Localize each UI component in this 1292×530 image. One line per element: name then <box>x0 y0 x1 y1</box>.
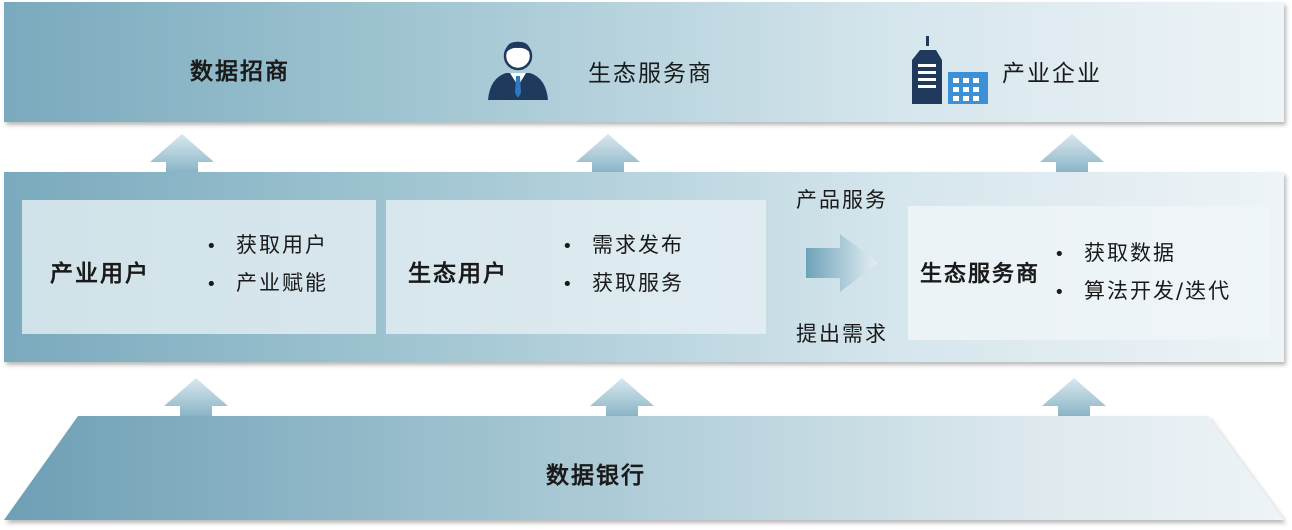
list-item: 需求发布 <box>562 226 684 264</box>
list-item: 获取服务 <box>562 264 684 302</box>
list-item: 算法开发/迭代 <box>1054 272 1231 310</box>
list-item: 产业赋能 <box>206 264 328 302</box>
top-label-data-recruit: 数据招商 <box>190 59 290 85</box>
data-bank-title: 数据银行 <box>546 463 646 489</box>
list-item: 获取数据 <box>1054 234 1231 272</box>
business-person-icon <box>488 41 548 100</box>
list-item: 获取用户 <box>206 226 328 264</box>
eco-provider-bullets: 获取数据 算法开发/迭代 <box>1054 234 1231 310</box>
right-arrow-icon <box>806 234 878 292</box>
office-buildings-icon <box>912 36 988 104</box>
top-label-industry-enterprise: 产业企业 <box>1002 61 1102 87</box>
industry-user-title: 产业用户 <box>50 261 150 287</box>
industry-user-bullets: 获取用户 产业赋能 <box>206 226 328 302</box>
eco-user-bullets: 需求发布 获取服务 <box>562 226 684 302</box>
top-label-eco-provider: 生态服务商 <box>588 61 713 87</box>
eco-user-title: 生态用户 <box>408 261 508 287</box>
flow-label-product-service: 产品服务 <box>796 188 888 212</box>
top-band <box>4 2 1284 122</box>
data-bank-base <box>4 416 1284 520</box>
eco-provider-title: 生态服务商 <box>920 262 1041 287</box>
flow-label-raise-demand: 提出需求 <box>796 322 888 346</box>
